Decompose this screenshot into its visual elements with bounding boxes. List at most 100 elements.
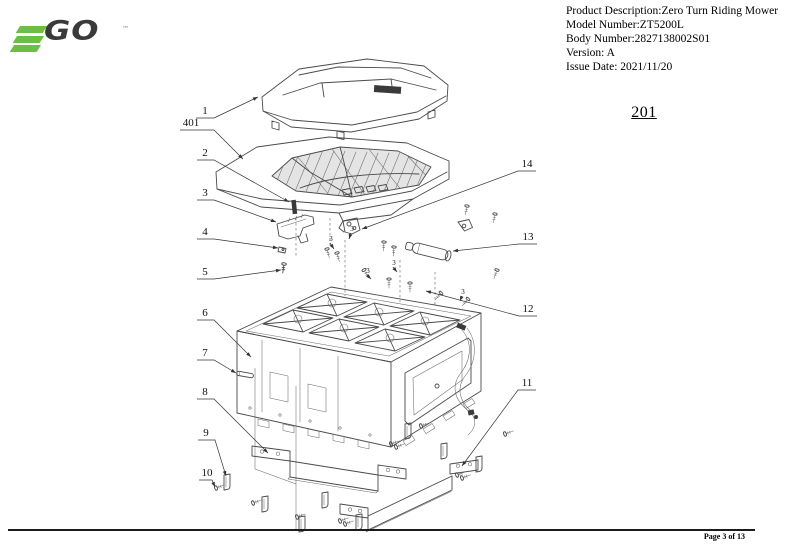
leader-arrow [246,352,251,357]
battery-box [236,286,482,450]
version-line: Version: A [566,47,615,59]
leader-line [197,159,290,203]
screw-part [455,471,466,478]
small-parts [236,199,473,379]
screw-part [295,513,306,520]
model-number-line: Model Number:ZT5200L [566,19,684,31]
leader-arrow [392,266,397,272]
leader-line [198,439,227,477]
screw-part [343,520,354,527]
screw-part [464,204,470,216]
screw-part [407,281,413,293]
leader-line [196,96,259,119]
page-indicator: Page 3 of 13 [703,532,745,541]
leader-line [197,359,237,374]
leader-arrow [348,233,353,239]
callout-3: 3 [202,187,208,199]
mini-callout-3: 3 [392,259,396,267]
leader-arrow [362,225,368,229]
screw-part [493,268,500,279]
leader-arrow [211,481,215,487]
callout-13: 13 [523,231,535,243]
leader-arrow [272,245,278,250]
cover-label [373,85,402,94]
figure-number: 201 [631,104,657,121]
leader-arrow [263,448,268,453]
screw-part [386,277,392,289]
leader-line [197,319,252,358]
callout-11: 11 [522,377,533,389]
clip-part [440,442,448,460]
leader-arrow [238,154,243,159]
grille-cover [215,136,450,222]
leader-arrow [275,268,281,273]
mini-callout-3: 3 [329,235,333,243]
leader-line [197,398,269,454]
header-info: Product Description:Zero Turn Riding Mow… [566,4,778,74]
leader-line [197,199,277,223]
screw-part [460,474,471,481]
leader-arrow [462,460,467,466]
product-description-line: Product Description:Zero Turn Riding Mow… [566,5,779,17]
footer-rule [8,529,755,531]
leader-line [197,269,282,280]
damper-part [405,241,452,262]
screw-part [391,245,397,257]
clip-part [321,491,329,509]
screw-part [503,430,514,437]
issue-date-line: Issue Date: 2021/11/20 [566,61,673,73]
callout-10: 10 [202,467,214,479]
leader-arrow [252,97,258,101]
trademark-symbol: ™ [122,25,129,33]
callout-8: 8 [202,386,208,398]
screw-part [251,499,262,506]
callout-4: 4 [202,226,208,238]
screw-part [381,240,387,252]
callout-5: 5 [202,266,208,278]
leader-arrow [230,368,236,373]
clip-part [223,473,231,491]
leader-line [197,238,279,249]
leader-arrow [366,274,371,279]
leader-arrow [453,248,459,253]
callout-1: 1 [202,105,208,117]
screw-part [324,247,330,258]
callout-401: 401 [183,117,200,129]
mini-callout-3: 3 [366,267,370,275]
leader-line [452,243,537,252]
leader-arrow [426,290,432,295]
mini-callout-3: 3 [350,225,354,233]
leader-arrow [222,470,227,476]
callout-2: 2 [202,147,208,159]
clip-part [475,455,483,473]
screw-part [394,443,405,450]
leader-arrow [329,243,334,249]
leader-arrow [270,218,276,223]
leader-line [361,170,536,230]
screw-part [492,212,498,224]
clip-part [261,495,269,513]
mounting-brackets [251,445,479,533]
callout-12: 12 [523,303,534,315]
fasteners [214,204,514,533]
pin-part [236,370,254,379]
screw-part [334,251,340,262]
callout-9: 9 [203,427,209,439]
reference-lines [254,368,297,530]
leader-line [425,290,537,317]
leader-line [461,389,536,467]
leader-arrow [460,295,464,301]
screw-part [338,517,349,524]
rubber-strip-part [291,199,298,215]
mini-callout-3: 3 [461,288,465,296]
leader-arrow [283,197,289,202]
logo-go-text: GO [44,14,100,47]
top-cover [261,58,449,140]
screw-part [419,422,430,429]
leader-line [180,129,244,160]
callout-7: 7 [202,347,208,359]
clip-part [404,422,412,440]
callout-14: 14 [522,158,534,170]
